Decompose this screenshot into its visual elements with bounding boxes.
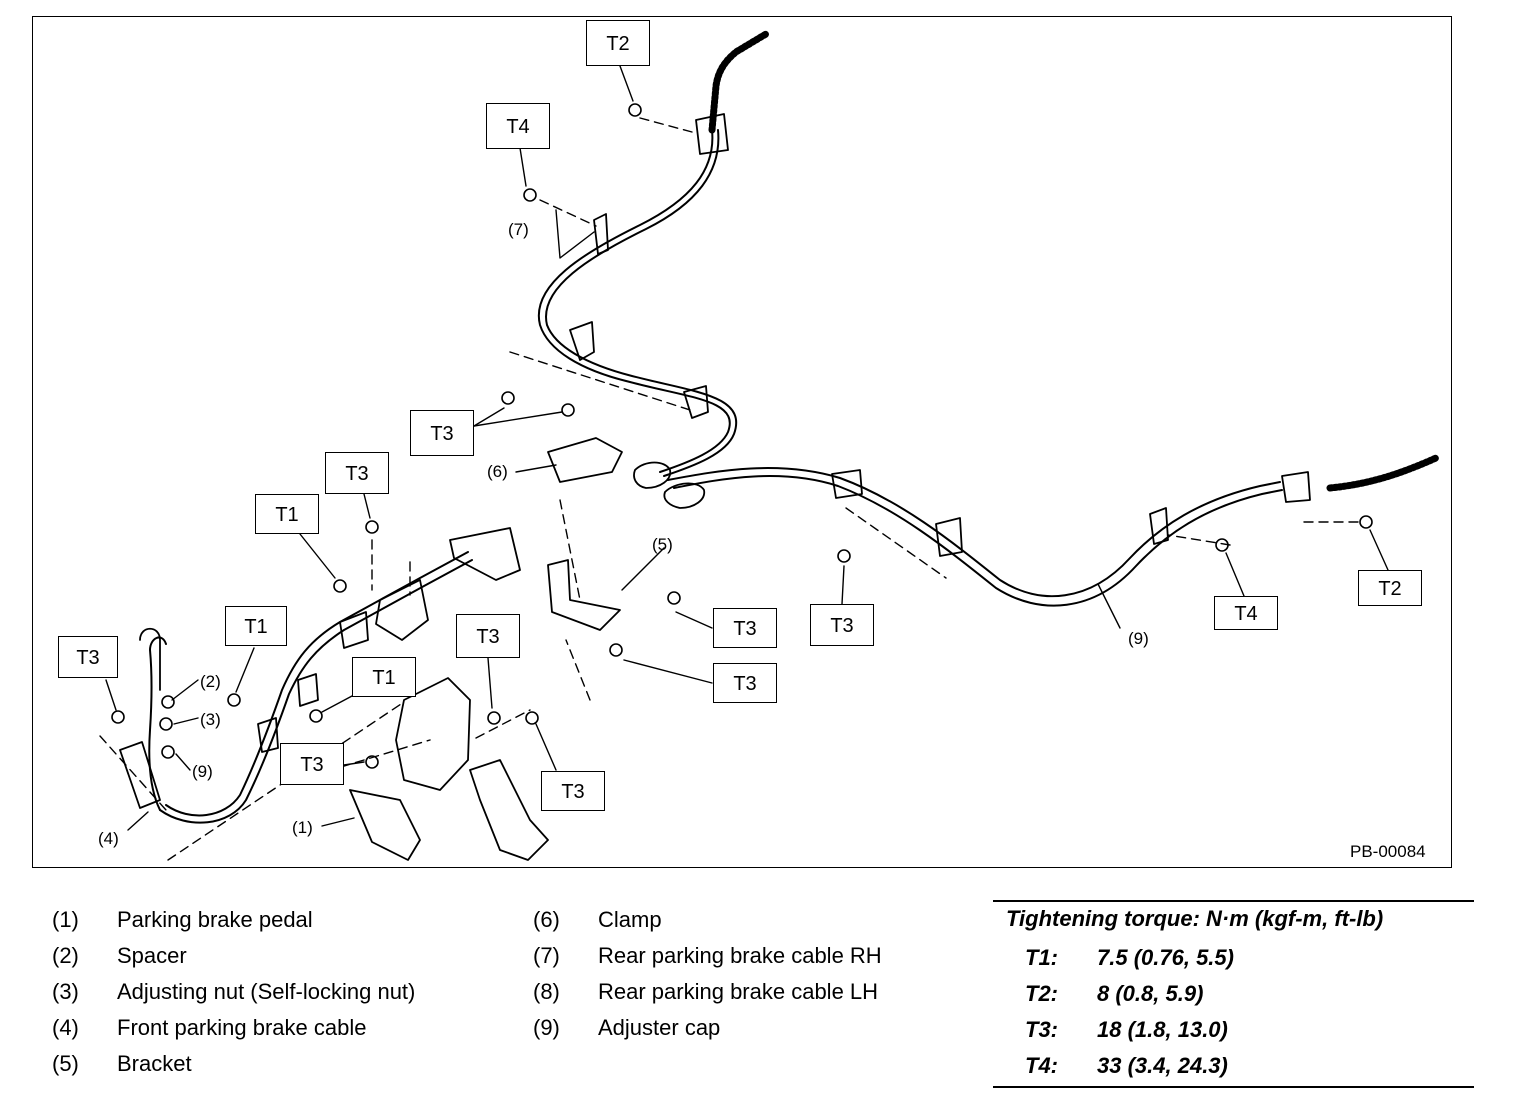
parking-brake-diagram	[99, 30, 1440, 861]
legend-item: (5) Bracket	[52, 1046, 415, 1082]
legend-name: Adjusting nut (Self-locking nut)	[117, 979, 416, 1004]
part-ref-5: (5)	[652, 535, 673, 554]
legend-item: (9) Adjuster cap	[533, 1010, 882, 1046]
part-ref-2: (2)	[200, 672, 221, 691]
torque-key: T4:	[1025, 1053, 1058, 1078]
front-cable	[148, 551, 473, 824]
legend-num: (6)	[533, 907, 560, 932]
torque-key: T2:	[1025, 981, 1058, 1006]
legend-name: Rear parking brake cable LH	[598, 979, 879, 1004]
torque-bottom-rule	[993, 1086, 1474, 1088]
legend-num: (7)	[533, 943, 560, 968]
torque-value: 33 (3.4, 24.3)	[1097, 1053, 1228, 1078]
legend-num: (5)	[52, 1051, 79, 1076]
legend-name: Clamp	[598, 907, 662, 932]
callout-t4-top: T4	[486, 103, 550, 149]
callout-t1-upper: T1	[255, 494, 319, 534]
torque-row: T2: 8 (0.8, 5.9)	[993, 976, 1474, 1012]
legend-num: (1)	[52, 907, 79, 932]
callout-t1-mid: T1	[225, 606, 287, 646]
legend-num: (4)	[52, 1015, 79, 1040]
legend-num: (2)	[52, 943, 79, 968]
torque-top-rule	[993, 900, 1474, 902]
torque-value: 18 (1.8, 13.0)	[1097, 1017, 1228, 1042]
part-ref-3: (3)	[200, 710, 221, 729]
leader-lines	[105, 65, 1389, 831]
legend-item: (4) Front parking brake cable	[52, 1010, 415, 1046]
legend-item: (8) Rear parking brake cable LH	[533, 974, 882, 1010]
torque-row: T1: 7.5 (0.76, 5.5)	[993, 940, 1474, 976]
legend-name: Front parking brake cable	[117, 1015, 367, 1040]
callout-t2-right: T2	[1358, 570, 1422, 606]
callout-t2-top: T2	[586, 20, 650, 66]
callout-t3-bracket-a: T3	[713, 608, 777, 648]
callout-t1-lower: T1	[352, 657, 416, 697]
legend-item: (6) Clamp	[533, 902, 882, 938]
callout-t3-clamp: T3	[410, 410, 474, 456]
callout-t3-center: T3	[810, 604, 874, 646]
part-ref-1: (1)	[292, 818, 313, 837]
callout-t3-bracket-b: T3	[713, 663, 777, 703]
callout-t3-upper: T3	[325, 452, 389, 494]
callout-t3-pedal-top: T3	[456, 614, 520, 658]
torque-key: T1:	[1025, 945, 1058, 970]
part-ref-9-cable: (9)	[1128, 629, 1149, 648]
legend-num: (3)	[52, 979, 79, 1004]
legend-item: (1) Parking brake pedal	[52, 902, 415, 938]
callout-t4-right: T4	[1214, 596, 1278, 630]
torque-table: Tightening torque: N·m (kgf-m, ft-lb) T1…	[993, 900, 1474, 1088]
callout-t3-left: T3	[58, 636, 118, 678]
part-ref-6: (6)	[487, 462, 508, 481]
rear-cable-rh	[537, 30, 770, 477]
legend-num: (8)	[533, 979, 560, 1004]
callout-t3-pedal-left: T3	[280, 743, 344, 785]
legend-name: Parking brake pedal	[117, 907, 313, 932]
part-ref-7: (7)	[508, 220, 529, 239]
legend-item: (2) Spacer	[52, 938, 415, 974]
torque-title: Tightening torque: N·m (kgf-m, ft-lb)	[1006, 906, 1384, 931]
parts-legend-right: (6)Clamp (7)Rear parking brake cable RH …	[533, 902, 882, 1046]
legend-name: Rear parking brake cable RH	[598, 943, 882, 968]
torque-row: T3: 18 (1.8, 13.0)	[993, 1012, 1474, 1048]
parts-legend-left: (1) Parking brake pedal (2) Spacer (3) Adju…	[52, 902, 415, 1082]
part-ref-4: (4)	[98, 829, 119, 848]
torque-row: T4: 33 (3.4, 24.3)	[993, 1048, 1474, 1084]
rear-cable-lh	[667, 454, 1440, 607]
legend-item: (7) Rear parking brake cable RH	[533, 938, 882, 974]
legend-name: Bracket	[117, 1051, 192, 1076]
torque-value: 8 (0.8, 5.9)	[1097, 981, 1204, 1006]
legend-num: (9)	[533, 1015, 560, 1040]
callout-t3-pedal-right: T3	[541, 771, 605, 811]
figure-frame	[32, 16, 1452, 868]
figure-id: PB-00084	[1350, 842, 1426, 861]
parts-outlines	[119, 113, 1311, 861]
legend-name: Spacer	[117, 943, 187, 968]
legend-item: (3) Adjusting nut (Self-locking nut)	[52, 974, 415, 1010]
torque-key: T3:	[1025, 1017, 1058, 1042]
legend-name: Adjuster cap	[598, 1015, 721, 1040]
torque-value: 7.5 (0.76, 5.5)	[1097, 945, 1234, 970]
part-ref-9-cap: (9)	[192, 762, 213, 781]
